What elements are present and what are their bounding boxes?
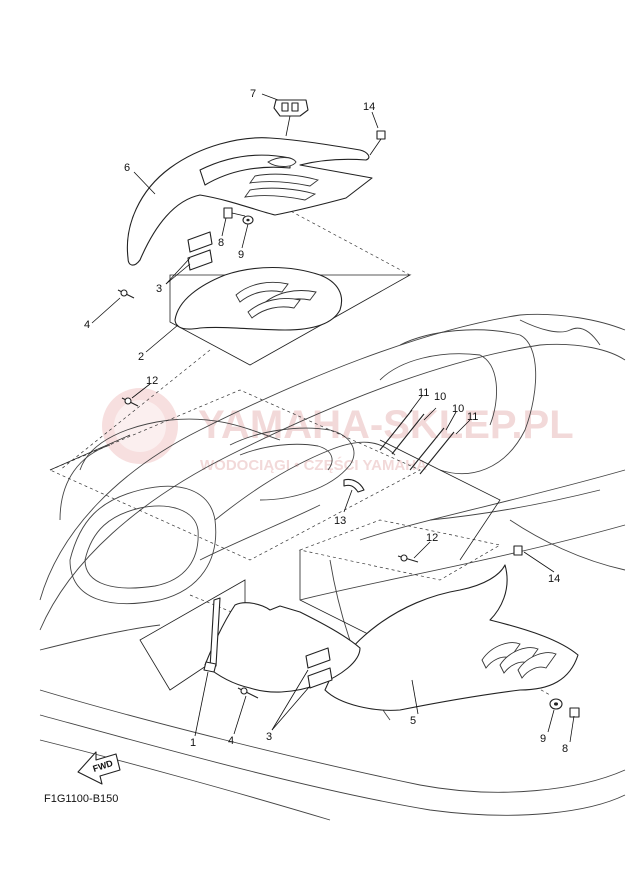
part-14-bolt-upper	[369, 130, 386, 156]
part-5-side-cover	[324, 564, 579, 711]
callout-3-upper: 3	[156, 283, 162, 295]
callout-2: 2	[138, 351, 144, 363]
callout-9-upper: 9	[238, 249, 244, 261]
leader-lines	[91, 93, 575, 743]
part-12-pin-upper	[121, 397, 139, 407]
callout-8-upper: 8	[218, 237, 224, 249]
assembly-planes	[49, 199, 551, 696]
callout-11-right: 11	[467, 411, 478, 423]
part-14-bolt-lower	[513, 545, 523, 556]
callout-9-lower: 9	[540, 733, 546, 745]
callout-4-lower: 4	[228, 735, 234, 747]
part-7-bracket	[273, 99, 309, 137]
callout-10-left: 10	[434, 391, 446, 403]
callout-12-lower: 12	[426, 532, 438, 544]
callout-10-right: 10	[452, 403, 464, 415]
fwd-arrow-icon: FWD	[77, 751, 121, 785]
watermark-line1: YAMAHA-SKLEP.PL	[198, 403, 574, 447]
callout-7: 7	[250, 88, 256, 100]
part-13-clamp	[343, 478, 365, 493]
part-8-bolt-upper	[223, 207, 246, 219]
part-3-pads-upper	[187, 231, 213, 271]
part-1-side-cover	[203, 597, 361, 693]
part-9-washer-upper	[242, 215, 254, 225]
callout-1: 1	[190, 737, 196, 749]
part-6-upper-cover	[126, 137, 373, 266]
callout-3-lower: 3	[266, 731, 272, 743]
callout-8-lower: 8	[562, 743, 568, 755]
part-12-pin-lower	[397, 554, 419, 563]
callout-4-upper: 4	[84, 319, 90, 331]
callout-5: 5	[410, 715, 416, 727]
part-2-mid-cover	[174, 266, 343, 331]
callout-11-left: 11	[418, 387, 429, 399]
part-4-pin-upper	[117, 289, 135, 299]
callout-14-upper: 14	[363, 101, 375, 113]
part-10-11-rods	[379, 409, 455, 475]
part-3-pads-lower	[305, 647, 333, 689]
part-9-washer-lower	[549, 698, 563, 710]
callout-6: 6	[124, 162, 130, 174]
watermark: YAMAHA-SKLEP.PL WODOCIĄGI • CZĘŚCI YAMAH…	[102, 388, 574, 474]
callout-14-lower: 14	[548, 573, 560, 585]
callout-12-upper: 12	[146, 375, 158, 387]
part-4-pin-lower	[237, 687, 259, 699]
callouts: 7 14 6 8 9 3 4 2 12 11 10 10 11 13 12 14…	[84, 88, 568, 755]
watermark-line2: WODOCIĄGI • CZĘŚCI YAMAHA	[200, 456, 427, 474]
part-8-bolt-lower	[569, 707, 580, 718]
callout-13: 13	[334, 515, 346, 527]
diagram-code: F1G1100-B150	[44, 793, 119, 805]
